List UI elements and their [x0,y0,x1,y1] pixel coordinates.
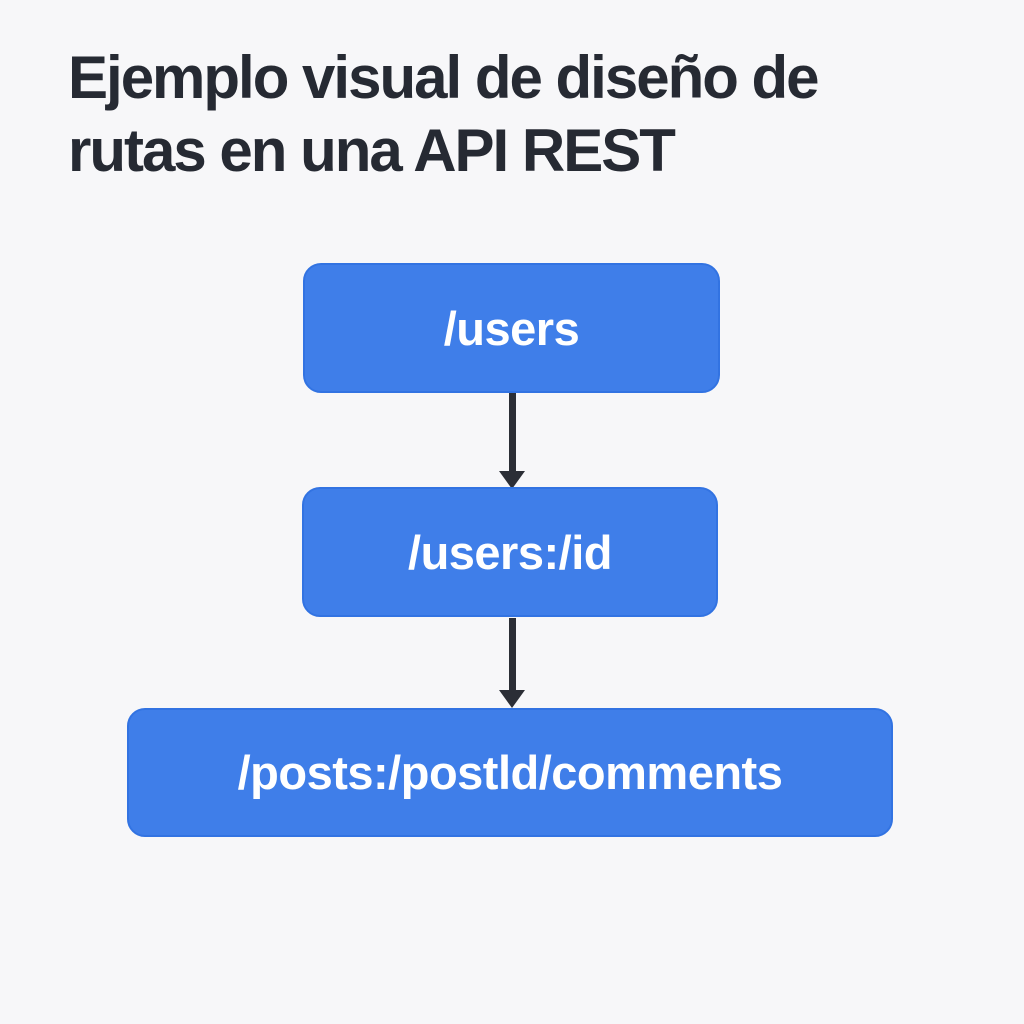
node-posts-comments-label: /posts:/postld/comments [237,746,783,799]
arrow-down-icon [499,618,525,708]
page-title-line-1: Ejemplo visual de diseño de [68,44,820,111]
arrow-down-icon [499,393,525,489]
node-users-id: /users:/id [302,487,718,617]
node-users-id-label: /users:/id [408,525,612,579]
node-users-label: /users [443,301,580,355]
arrow-head [499,690,525,708]
node-posts-comments: /posts:/postld/comments [127,708,893,837]
arrow-shaft [508,393,516,471]
arrow-head [499,471,525,489]
node-users: /users [303,263,720,393]
page-title: Ejemplo visual de diseño de rutas en una… [68,42,820,187]
page-title-line-2: rutas en una API REST [68,116,676,184]
arrow-shaft [508,618,516,690]
